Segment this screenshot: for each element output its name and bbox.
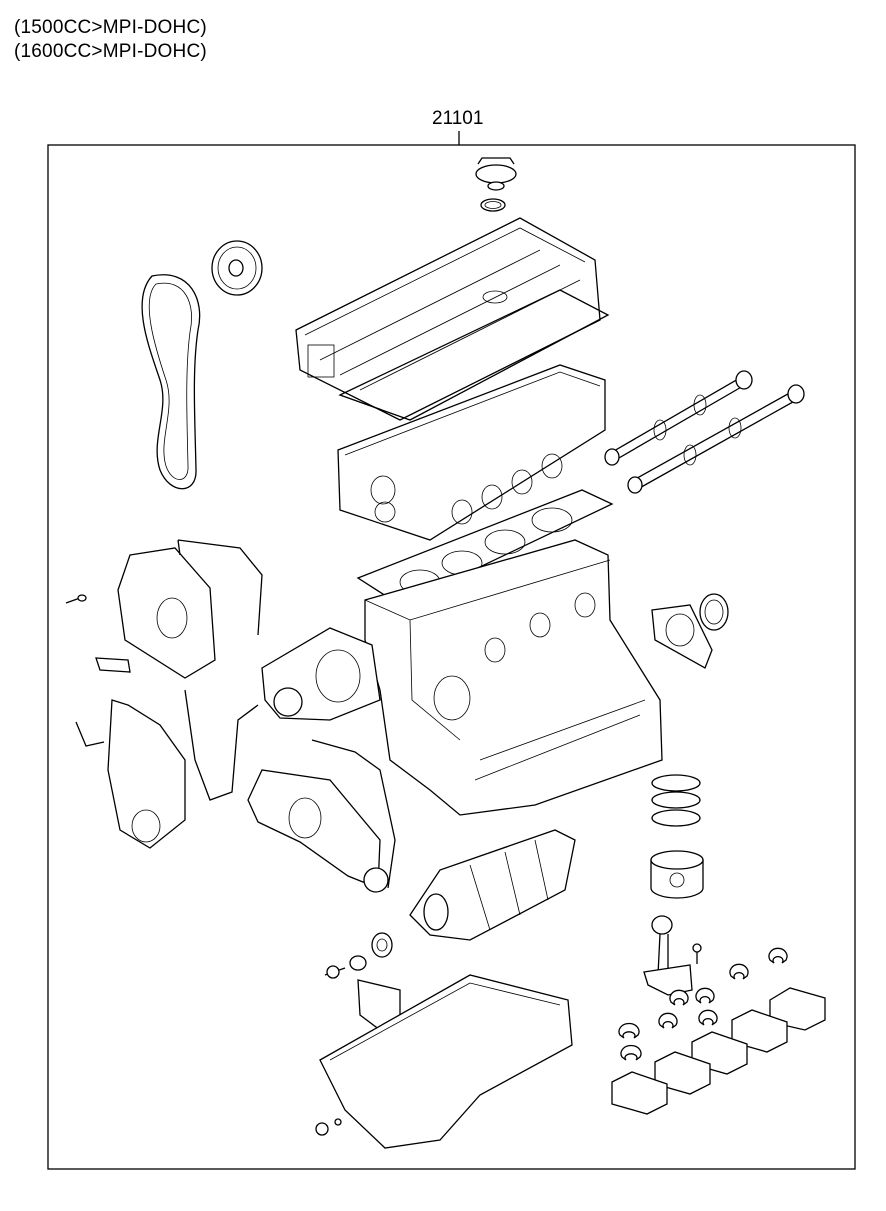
con-rod-bolt[interactable]: [692, 943, 702, 964]
main-bearing-caps[interactable]: [611, 987, 826, 1115]
crankshaft[interactable]: [409, 829, 576, 941]
part-number-label[interactable]: 21101: [432, 108, 484, 129]
oil-pump-seal[interactable]: [363, 867, 389, 893]
rear-oil-seal-housing[interactable]: [651, 604, 713, 669]
crankshaft-bolt[interactable]: [324, 965, 346, 979]
belt-tensioner-spring[interactable]: [75, 721, 105, 747]
cylinder-head[interactable]: [337, 364, 606, 541]
rear-oil-seal[interactable]: [699, 593, 729, 631]
filler-cap-seal[interactable]: [480, 198, 506, 212]
cylinder-block[interactable]: [364, 539, 663, 816]
con-rod-bearings[interactable]: [658, 947, 788, 1029]
upper-cover-gasket[interactable]: [177, 539, 263, 636]
lower-cover-gasket[interactable]: [184, 689, 259, 801]
oil-filler-cap[interactable]: [475, 157, 517, 191]
oil-pump-gasket[interactable]: [311, 739, 396, 889]
timing-belt-upper-cover[interactable]: [117, 547, 216, 679]
piston[interactable]: [650, 850, 704, 899]
timing-belt[interactable]: [141, 274, 201, 490]
water-pump[interactable]: [261, 627, 381, 721]
crankshaft-sprocket[interactable]: [371, 932, 393, 958]
intake-camshaft[interactable]: [604, 370, 753, 466]
belt-guide-clip[interactable]: [95, 657, 131, 673]
exhaust-camshaft[interactable]: [627, 384, 805, 494]
camshaft-sprocket[interactable]: [211, 240, 263, 296]
crank-key[interactable]: [349, 955, 367, 971]
head-cover-gasket[interactable]: [338, 289, 610, 421]
engine-spec-1600cc: (1600CC>MPI-DOHC): [14, 41, 207, 62]
engine-spec-1500cc: (1500CC>MPI-DOHC): [14, 17, 207, 38]
timing-belt-lower-cover[interactable]: [107, 699, 186, 849]
connecting-rod[interactable]: [643, 915, 693, 996]
cover-bolt[interactable]: [65, 594, 87, 604]
oil-pump[interactable]: [247, 769, 381, 889]
assembly-frame: [47, 144, 856, 1170]
drain-plug[interactable]: [315, 1118, 342, 1136]
oil-pan[interactable]: [319, 974, 573, 1149]
piston-rings[interactable]: [651, 774, 701, 827]
main-bearings[interactable]: [618, 1022, 642, 1061]
